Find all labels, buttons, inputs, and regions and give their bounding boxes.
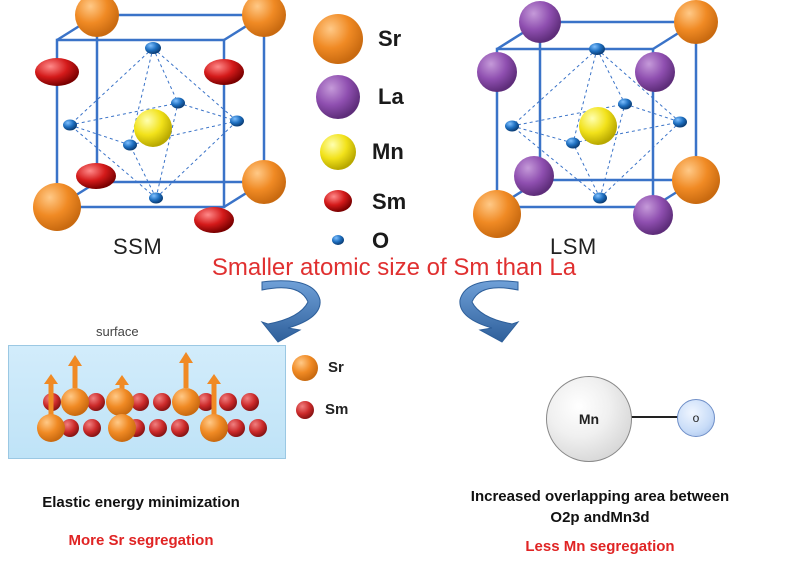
left-curved-arrow	[260, 280, 321, 343]
right-cause-caption-line1: Increased overlapping area between	[470, 488, 730, 505]
o-node: o	[677, 399, 715, 437]
surface-legend-sr-label: Sr	[328, 359, 344, 376]
lsm-label: LSM	[550, 234, 597, 259]
sr-atom	[674, 0, 718, 44]
headline-comparison: Smaller atomic size of Sm than La	[211, 254, 577, 281]
legend-label-o: O	[372, 228, 390, 253]
o-atom	[230, 115, 244, 127]
o-atom	[171, 97, 185, 109]
la-atom	[633, 195, 673, 235]
mn-o-bond-line	[630, 416, 678, 418]
o-atom	[593, 192, 607, 204]
o-atom	[589, 43, 605, 55]
o-atom	[123, 139, 137, 151]
legend-la-symbol	[316, 75, 360, 119]
mn-atom	[134, 109, 172, 147]
o-atom	[145, 42, 161, 54]
legend-sm-symbol	[324, 190, 352, 212]
o-atom	[673, 116, 687, 128]
o-atom	[505, 120, 519, 132]
left-cause-caption: Elastic energy minimization	[42, 494, 240, 511]
la-atom	[477, 52, 517, 92]
sr-atom	[242, 160, 286, 204]
lsm-crystal-structure	[473, 0, 720, 238]
legend-label-la: La	[378, 84, 404, 109]
surface-legend-sr-symbol	[292, 355, 318, 381]
sr-atom	[33, 183, 81, 231]
sr-surface-atoms	[37, 388, 228, 442]
right-effect-caption: Less Mn segregation	[525, 538, 675, 555]
o-atom	[63, 119, 77, 131]
atom-legend-symbols	[313, 14, 363, 245]
sr-atom	[672, 156, 720, 204]
surface-label: surface	[96, 324, 139, 339]
la-atom	[514, 156, 554, 196]
legend-sr-symbol	[313, 14, 363, 64]
ssm-label: SSM	[113, 234, 163, 259]
sr-atom	[75, 0, 119, 37]
o-atom	[566, 137, 580, 149]
la-atom	[635, 52, 675, 92]
sm-atom	[204, 59, 244, 85]
mn-atom	[579, 107, 617, 145]
surface-legend-sm-label: Sm	[325, 401, 349, 418]
o-atom	[149, 192, 163, 204]
la-atom	[519, 1, 561, 43]
surface-legend-sm-symbol	[296, 401, 314, 419]
sm-atom	[76, 163, 116, 189]
right-curved-arrow	[459, 280, 520, 343]
sr-atom	[473, 190, 521, 238]
legend-o-symbol	[332, 235, 344, 245]
legend-mn-symbol	[320, 134, 356, 170]
sm-atom	[35, 58, 79, 86]
sm-atom	[194, 207, 234, 233]
sr-atom	[242, 0, 286, 37]
legend-label-sm: Sm	[372, 189, 407, 214]
mn-node: Mn	[546, 376, 632, 462]
left-effect-caption: More Sr segregation	[68, 532, 214, 549]
o-atom	[618, 98, 632, 110]
right-cause-caption-line2: O2p andMn3d	[550, 509, 650, 526]
legend-label-sr: Sr	[378, 26, 402, 51]
ssm-crystal-structure	[33, 0, 286, 233]
legend-label-mn: Mn	[372, 139, 404, 164]
